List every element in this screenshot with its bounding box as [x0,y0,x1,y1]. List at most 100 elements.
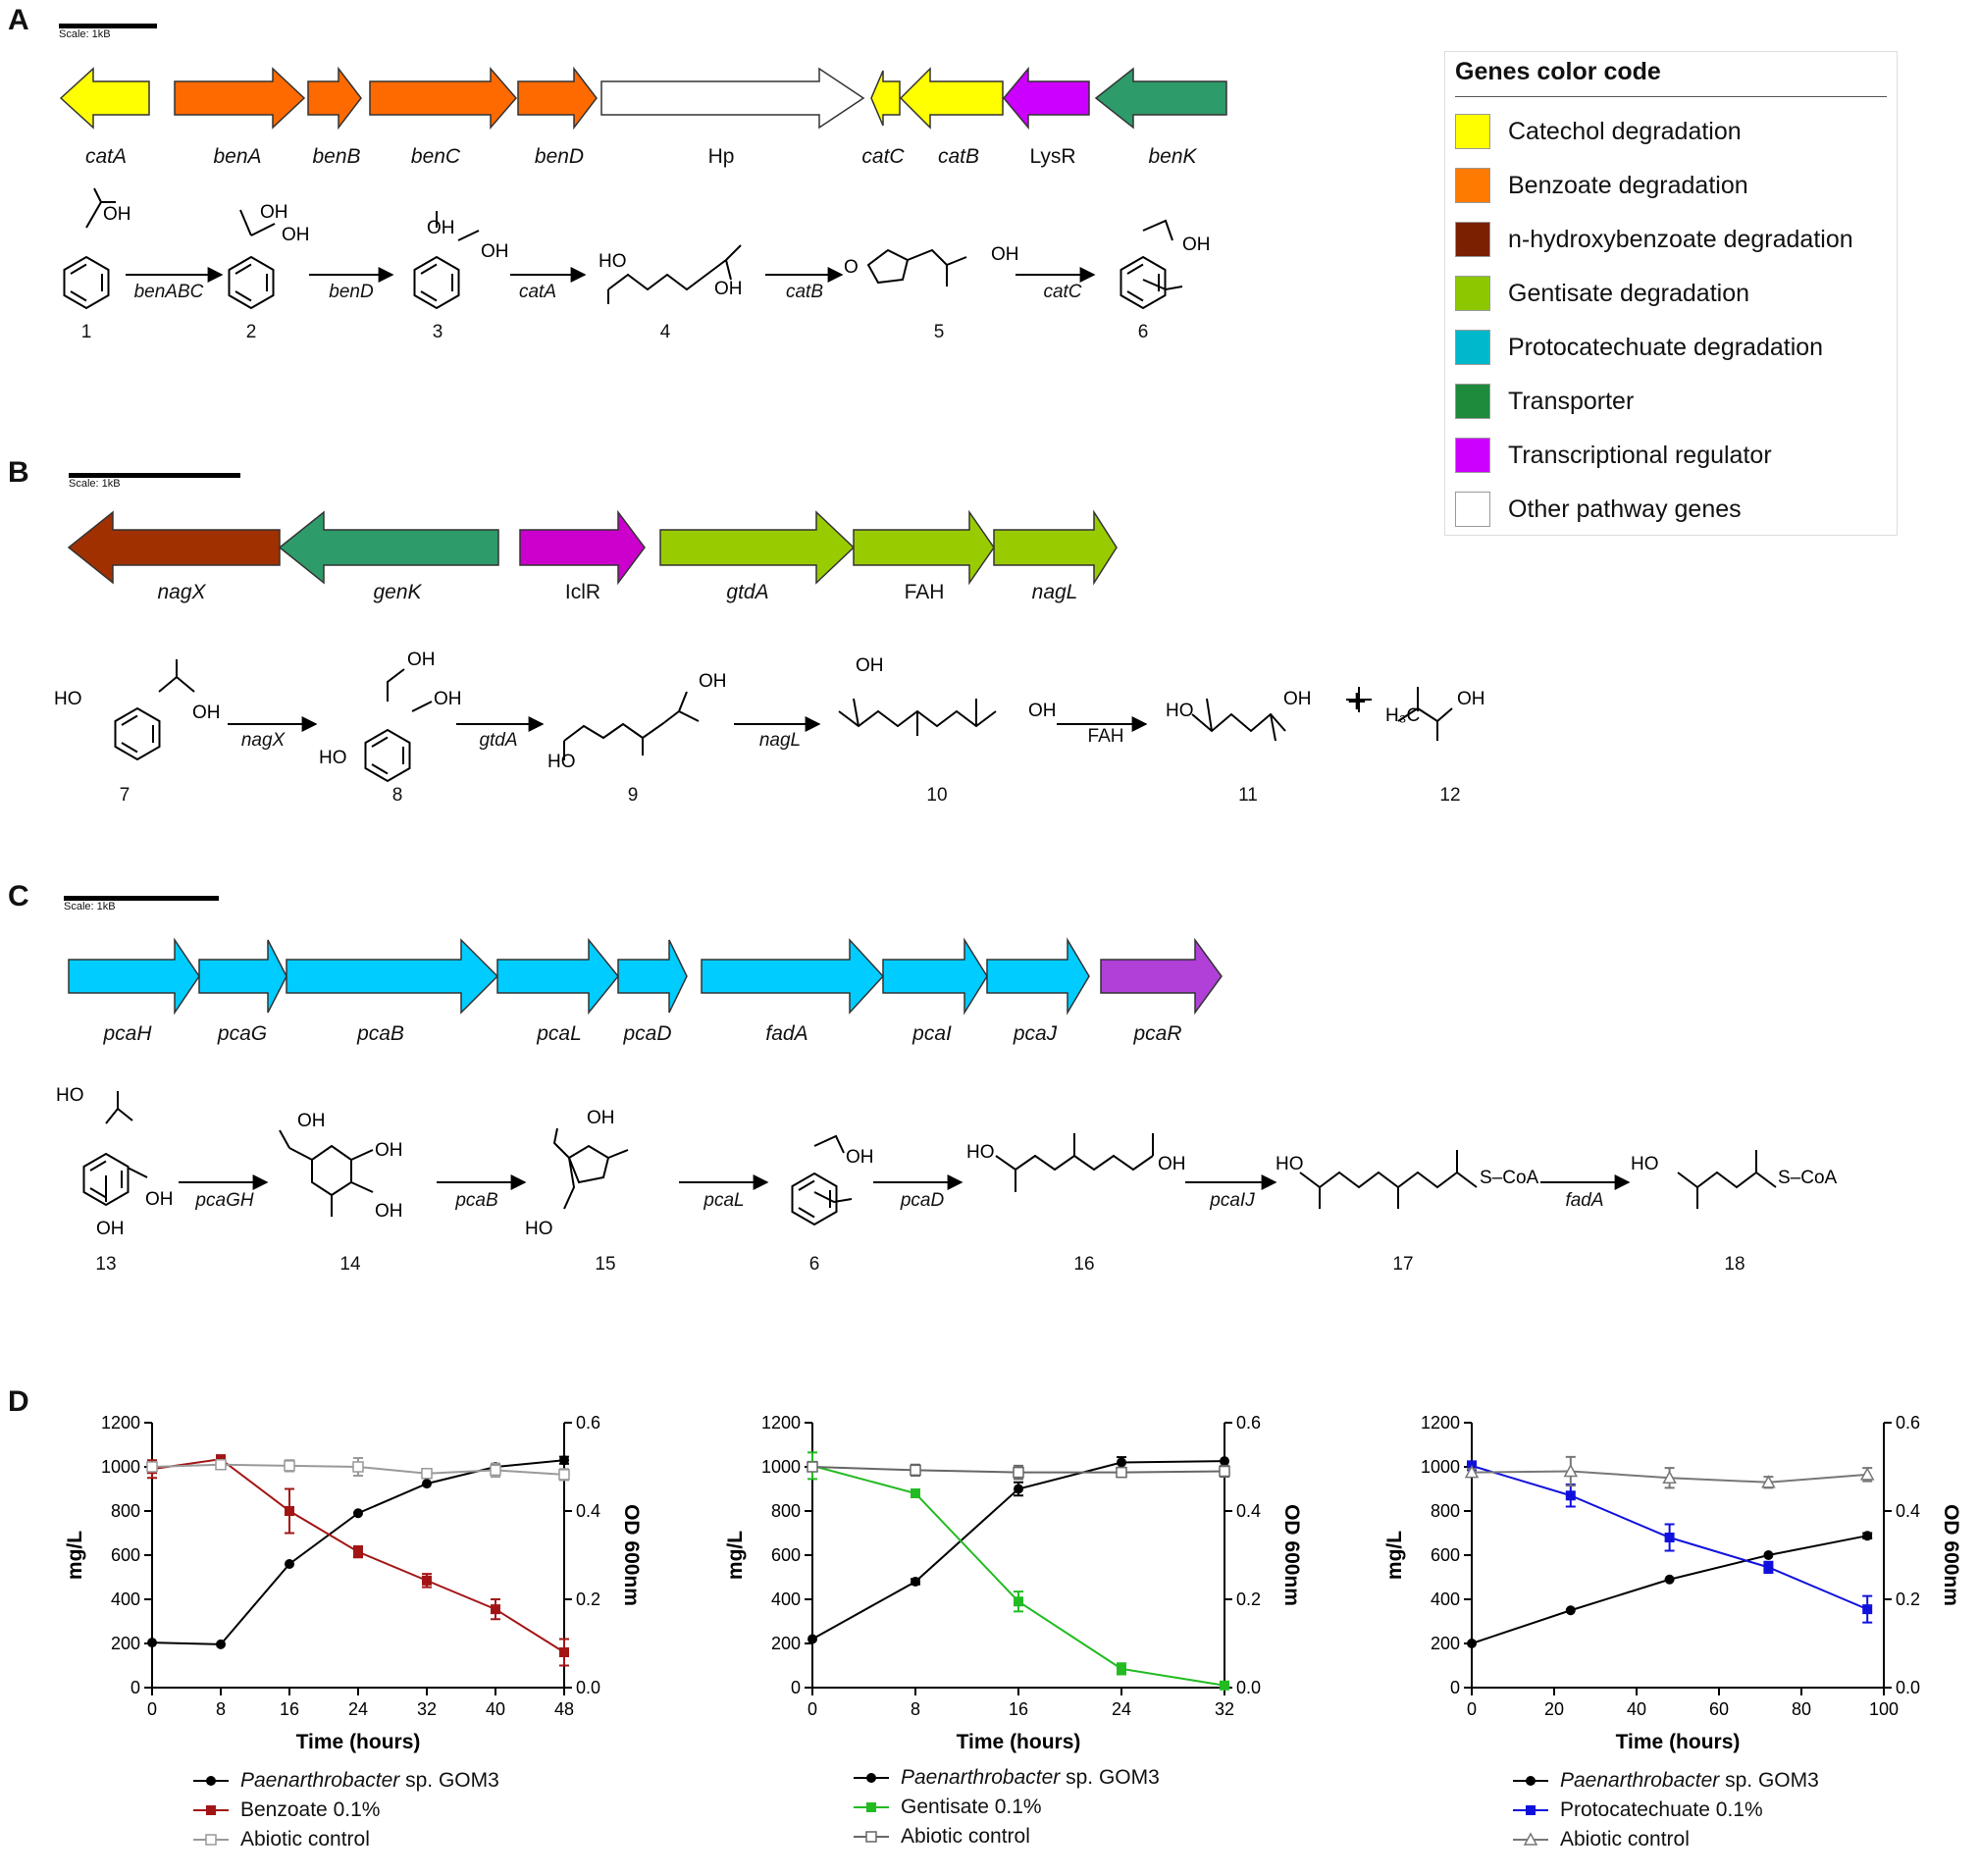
gene-label-pcaG: pcaG [217,1022,268,1045]
data-point [807,1461,818,1473]
data-point [1862,1531,1873,1541]
gene-arrow-benA [174,67,306,130]
series-2 [807,1461,1230,1481]
legend-label: n-hydroxybenzoate degradation [1508,225,1853,253]
chart-legend-row: Abiotic control [191,1825,499,1854]
y-tick-label: 1000 [1421,1457,1460,1477]
enzyme-nagL: nagL [758,730,802,751]
data-point [146,1461,158,1473]
data-point [1664,1533,1675,1542]
data-point [490,1464,501,1477]
chart-legend-text: Gentisate 0.1% [901,1796,1042,1818]
legend-item: Transporter [1455,383,1634,420]
gene-label-gtdA: gtdA [726,581,769,603]
chem-oh-b7: OH [192,703,221,723]
compound-num-13: 13 [95,1254,117,1275]
x-axis-label: Time (hours) [296,1731,421,1753]
y2-tick-label: 0.4 [576,1501,600,1521]
chart-legend-text: Abiotic control [901,1825,1030,1848]
chart-legend-marker [854,1802,889,1812]
legend-divider [1455,96,1887,97]
compound-num-7: 7 [119,785,130,806]
y-tick-label: 800 [1431,1501,1460,1521]
legend-swatch [1455,276,1490,311]
legend-label: Gentisate degradation [1508,279,1750,307]
y2-axis-label: OD 600nm [1940,1504,1962,1606]
legend-item: Transcriptional regulator [1455,437,1772,474]
data-point [421,1468,433,1480]
y-tick-label: 400 [111,1589,140,1609]
data-point [285,1506,294,1516]
data-point [215,1459,227,1471]
data-point [1467,1639,1477,1648]
data-point [491,1604,500,1615]
y-tick-label: 800 [111,1501,140,1521]
gene-arrow-pcaH [68,937,200,1016]
gene-label-pcaB: pcaB [357,1022,404,1045]
legend-swatch [1455,384,1490,419]
gene-label-nagL: nagL [1031,581,1078,603]
gene-label-benA: benA [213,145,262,168]
data-point [1220,1456,1229,1467]
data-point [1859,1467,1875,1481]
compound-num-9: 9 [627,785,639,806]
y-tick-label: 400 [1431,1589,1460,1609]
y2-tick-label: 0.2 [1236,1589,1261,1609]
chem-oh-c6: OH [846,1147,874,1168]
gene-label-benK: benK [1148,145,1197,168]
data-point [910,1464,921,1477]
data-point [1664,1574,1675,1585]
data-point [422,1479,432,1489]
compound-num-10: 10 [926,785,948,806]
legend-item: Protocatechuate degradation [1455,329,1823,366]
compound-num-14: 14 [339,1254,361,1275]
data-point [1014,1596,1023,1607]
gene-arrow-pcaB [286,938,499,1015]
chem-oh-b10a: OH [856,655,884,676]
gene-arrow-pcaD [617,939,688,1014]
legend-marker [865,1831,877,1843]
chem-scoa-c17: S–CoA [1480,1168,1539,1188]
series-1 [147,1454,569,1667]
chem-oh-a3a: OH [427,218,455,238]
data-point [353,1508,363,1519]
chem-ho-c15: HO [525,1219,553,1239]
chem-ho-c18: HO [1631,1154,1659,1174]
chem-ho-b9: HO [547,752,576,772]
x-tick-label: 40 [1627,1699,1646,1719]
x-tick-label: 0 [147,1699,157,1719]
chart-legend-row: Abiotic control [852,1822,1160,1851]
gene-arrow-fadA [701,938,885,1015]
series-2 [146,1457,570,1482]
gene-label-pcaL: pcaL [537,1022,582,1045]
data-point [911,1488,920,1498]
data-point [1662,1470,1677,1484]
gene-arrow-LysR [1003,66,1090,130]
data-point [1464,1465,1480,1479]
legend-marker [1523,1832,1538,1846]
chart-legend-row: Gentisate 0.1% [852,1793,1160,1822]
enzyme-pcaD: pcaD [900,1190,945,1211]
chem-oh-c16: OH [1158,1154,1186,1174]
chart-legend-marker [193,1834,229,1846]
gene-arrow-benK [1094,67,1227,130]
data-point [1862,1604,1873,1615]
chemical-pathways: OH OH OH OH OH HO OH O OH OH HO OH OH OH… [54,187,1838,1239]
legend-swatch [1455,492,1490,527]
chart-legend-italic: Paenarthrobacter [1560,1769,1720,1792]
legend-item: Catechol degradation [1455,113,1742,150]
legend-label: Protocatechuate degradation [1508,333,1824,361]
chart-legend-text: Benzoate 0.1% [240,1798,381,1821]
legend-marker [205,1834,217,1846]
x-tick-label: 32 [417,1699,437,1719]
chart-legend-text: Abiotic control [240,1828,370,1850]
enzyme-benD: benD [329,282,374,302]
data-point [353,1546,363,1557]
enzyme-pcaB: pcaB [455,1190,498,1211]
legend-marker [206,1776,216,1786]
y2-tick-label: 0.6 [576,1413,600,1433]
chem-oh-c15: OH [587,1108,615,1128]
x-tick-label: 24 [1112,1699,1131,1719]
